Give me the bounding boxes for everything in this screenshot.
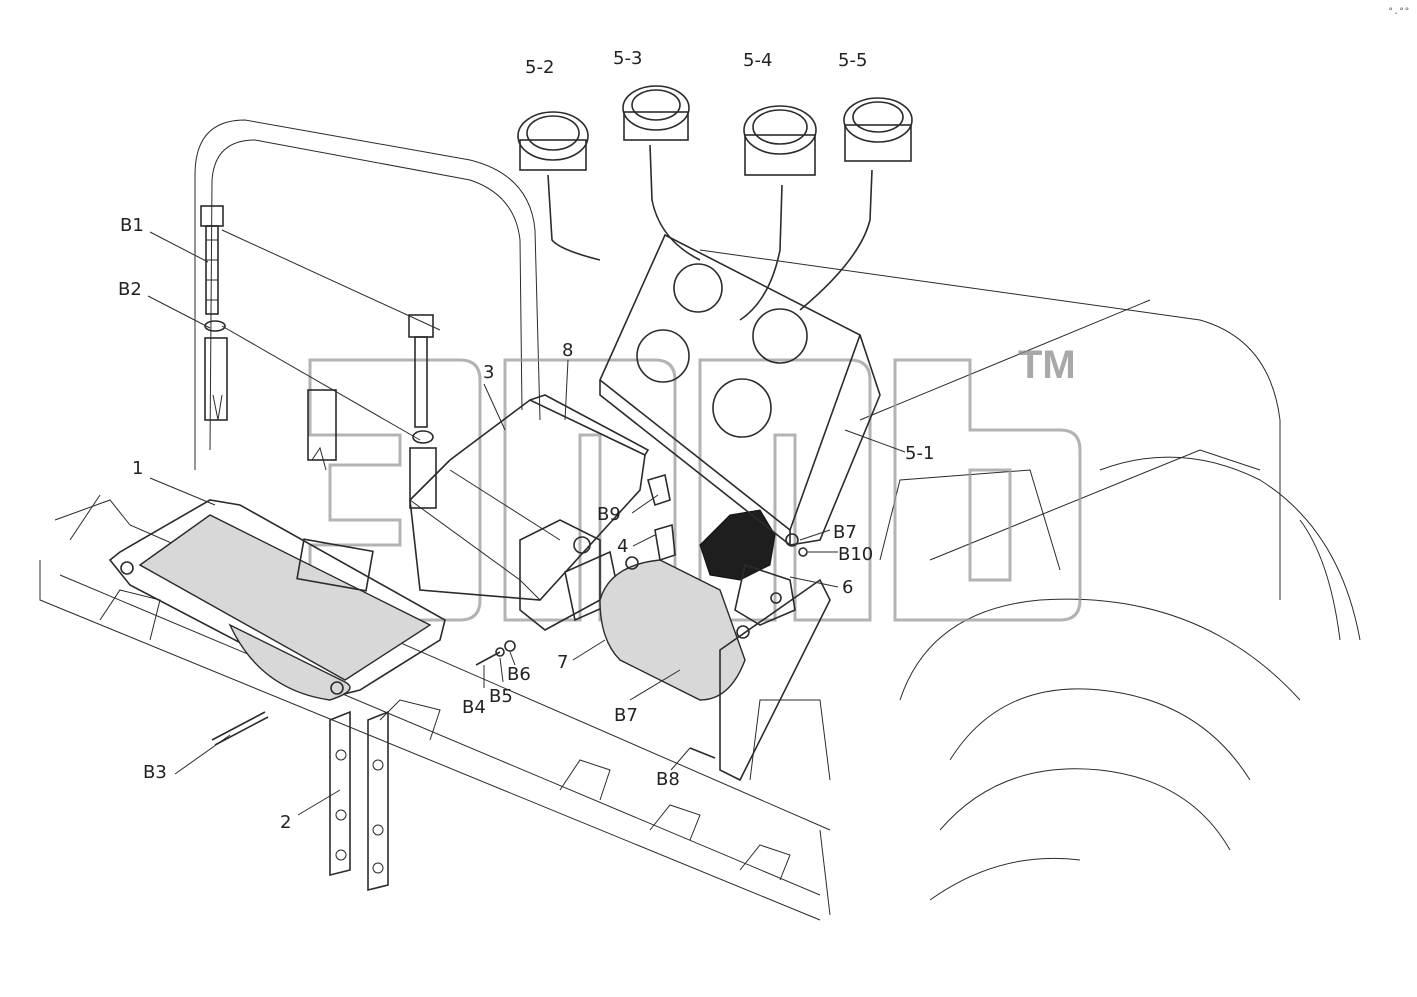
gauge-5-3 [622,85,701,261]
gauge-5-4 [739,105,817,321]
callout-b6: B6 [507,664,531,685]
callout-2: 2 [280,812,291,833]
callout-3: 3 [483,362,494,383]
callout-b7-upper: B7 [833,522,857,543]
callout-b4: B4 [462,697,486,718]
callout-6: 6 [842,577,853,598]
chassis-outline [39,119,1361,921]
callout-b8: B8 [656,769,680,790]
callout-b10: B10 [838,544,873,565]
instrument-panel-5-1 [599,233,881,547]
gauge-5-2 [517,111,601,261]
callout-7: 7 [557,652,568,673]
callout-5-5: 5-5 [838,50,867,71]
solenoid-part-6 [699,509,796,639]
callout-5-4: 5-4 [743,50,772,71]
callout-1: 1 [132,458,143,479]
watermark: TM [308,343,1082,622]
tray-part-1 [108,499,446,701]
callout-8: 8 [562,340,573,361]
bolt-b1-second [307,314,437,509]
bolt-b1 [200,205,228,421]
starter-part-7 [564,550,831,782]
corner-mark: °.°° [1388,7,1410,17]
trademark-symbol: TM [1018,343,1076,387]
leader-lines [147,231,906,816]
bracket-part-4 [647,473,676,562]
callout-5-2: 5-2 [525,57,554,78]
plates-part-2 [329,710,389,892]
callout-b3: B3 [143,762,167,783]
callout-b5: B5 [489,686,513,707]
callout-5-1: 5-1 [905,443,934,464]
callout-labels: 5-2 5-3 5-4 5-5 5-1 B1 B2 B3 B4 B5 B6 B7… [118,48,934,833]
callout-b7-lower: B7 [614,705,638,726]
callout-b1: B1 [120,215,144,236]
gauge-5-5 [799,97,913,311]
callout-4: 4 [617,536,628,557]
small-hardware [475,533,808,759]
pin-b3 [211,711,269,746]
callout-b9: B9 [597,504,621,525]
callout-5-3: 5-3 [613,48,642,69]
callout-b2: B2 [118,279,142,300]
